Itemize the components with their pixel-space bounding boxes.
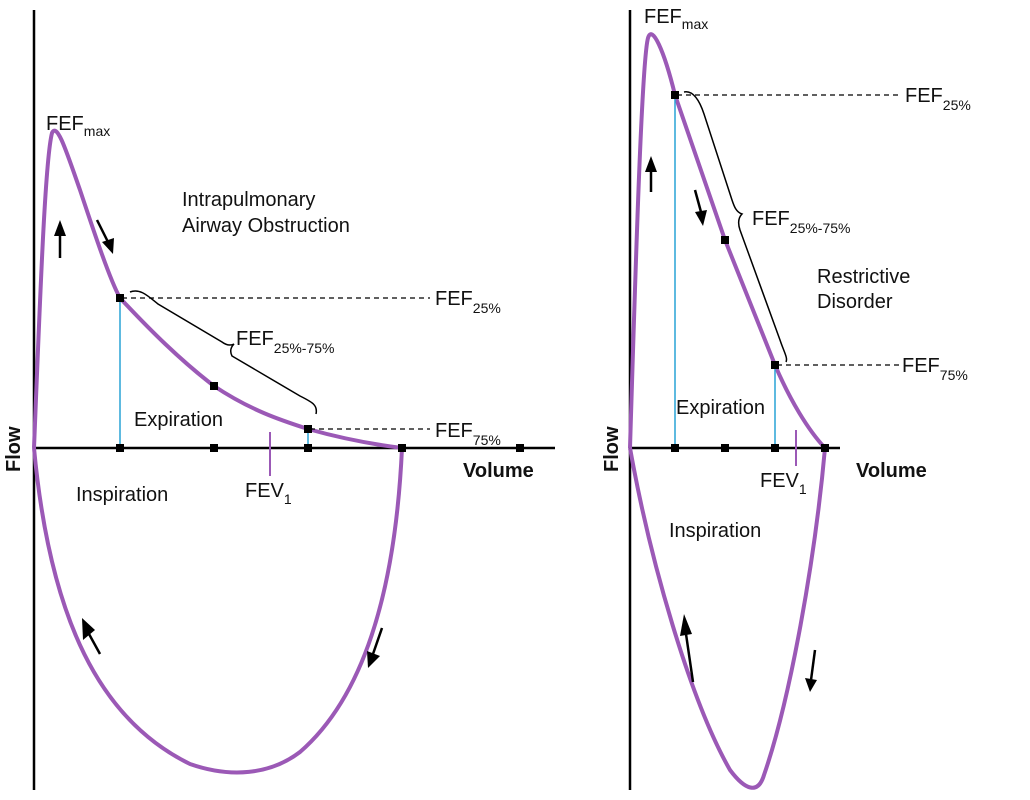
- left-arrow-down-left-icon: [367, 627, 384, 668]
- left-fefmax-label: FEFmax: [46, 113, 110, 139]
- left-markers: [116, 294, 524, 452]
- right-arrow-up-icon: [645, 156, 657, 192]
- right-inspiration-curve: [628, 447, 827, 790]
- left-fef25-marker: [116, 294, 124, 302]
- left-inspiration-label: Inspiration: [76, 484, 168, 506]
- left-expiration-curve: [32, 128, 403, 450]
- left-flow-axis-label: Flow: [3, 426, 25, 472]
- left-fev1-label: FEV1: [245, 480, 292, 507]
- right-axis-marker-1: [671, 444, 679, 452]
- left-volume-axis-label: Volume: [463, 460, 534, 482]
- right-arrows: [645, 156, 817, 692]
- right-fef50-marker: [721, 236, 729, 244]
- right-fef25-75-brace: [683, 91, 788, 363]
- left-axis-marker-5: [516, 444, 524, 452]
- right-fef75-label: FEF75%: [902, 355, 968, 383]
- right-fef75-marker: [771, 361, 779, 369]
- right-fev1-label: FEV1: [760, 470, 807, 497]
- left-fef75-marker: [304, 425, 312, 433]
- left-title-line1: Intrapulmonary: [182, 189, 315, 211]
- right-arrow-down-icon: [805, 649, 817, 692]
- left-arrows: [54, 219, 384, 668]
- right-expiration-curve: [628, 32, 827, 450]
- right-fef25-marker: [671, 91, 679, 99]
- right-arrow-down-right-icon: [693, 189, 707, 226]
- right-axis-marker-3: [771, 444, 779, 452]
- right-inspiration-label: Inspiration: [669, 520, 761, 542]
- left-axis-marker-2: [210, 444, 218, 452]
- left-fef50-marker: [210, 382, 218, 390]
- right-arrow-up-left-icon: [680, 614, 695, 683]
- right-expiration-label: Expiration: [676, 397, 765, 419]
- right-title-line2: Disorder: [817, 291, 893, 313]
- left-panel-obstruction: FEFmax Intrapulmonary Airway Obstruction…: [3, 10, 555, 790]
- right-panel-restrictive: FEFmax FEF25% FEF25%-75% Restrictive Dis…: [601, 6, 971, 790]
- right-fefmax-label: FEFmax: [644, 6, 708, 32]
- right-axis-marker-4: [821, 444, 829, 452]
- left-axis-marker-1: [116, 444, 124, 452]
- left-inspiration-curve: [32, 447, 404, 775]
- right-title-line1: Restrictive: [817, 266, 910, 288]
- left-title-line2: Airway Obstruction: [182, 215, 350, 237]
- left-fef25-label: FEF25%: [435, 288, 501, 316]
- right-volume-axis-label: Volume: [856, 460, 927, 482]
- right-markers: [671, 91, 829, 452]
- left-arrow-up-left-icon: [82, 618, 102, 655]
- left-fef25-75-label: FEF25%-75%: [236, 328, 334, 356]
- right-flow-axis-label: Flow: [601, 426, 623, 472]
- left-arrow-down-right-icon: [95, 219, 114, 254]
- left-expiration-label: Expiration: [134, 409, 223, 431]
- left-fef75-label: FEF75%: [435, 420, 501, 448]
- right-fef25-75-label: FEF25%-75%: [752, 208, 850, 236]
- left-axis-marker-4: [398, 444, 406, 452]
- left-arrow-up-icon: [54, 220, 66, 258]
- left-axis-marker-3: [304, 444, 312, 452]
- right-fef25-label: FEF25%: [905, 85, 971, 113]
- left-fef25-75-brace: [129, 290, 318, 415]
- right-axis-marker-2: [721, 444, 729, 452]
